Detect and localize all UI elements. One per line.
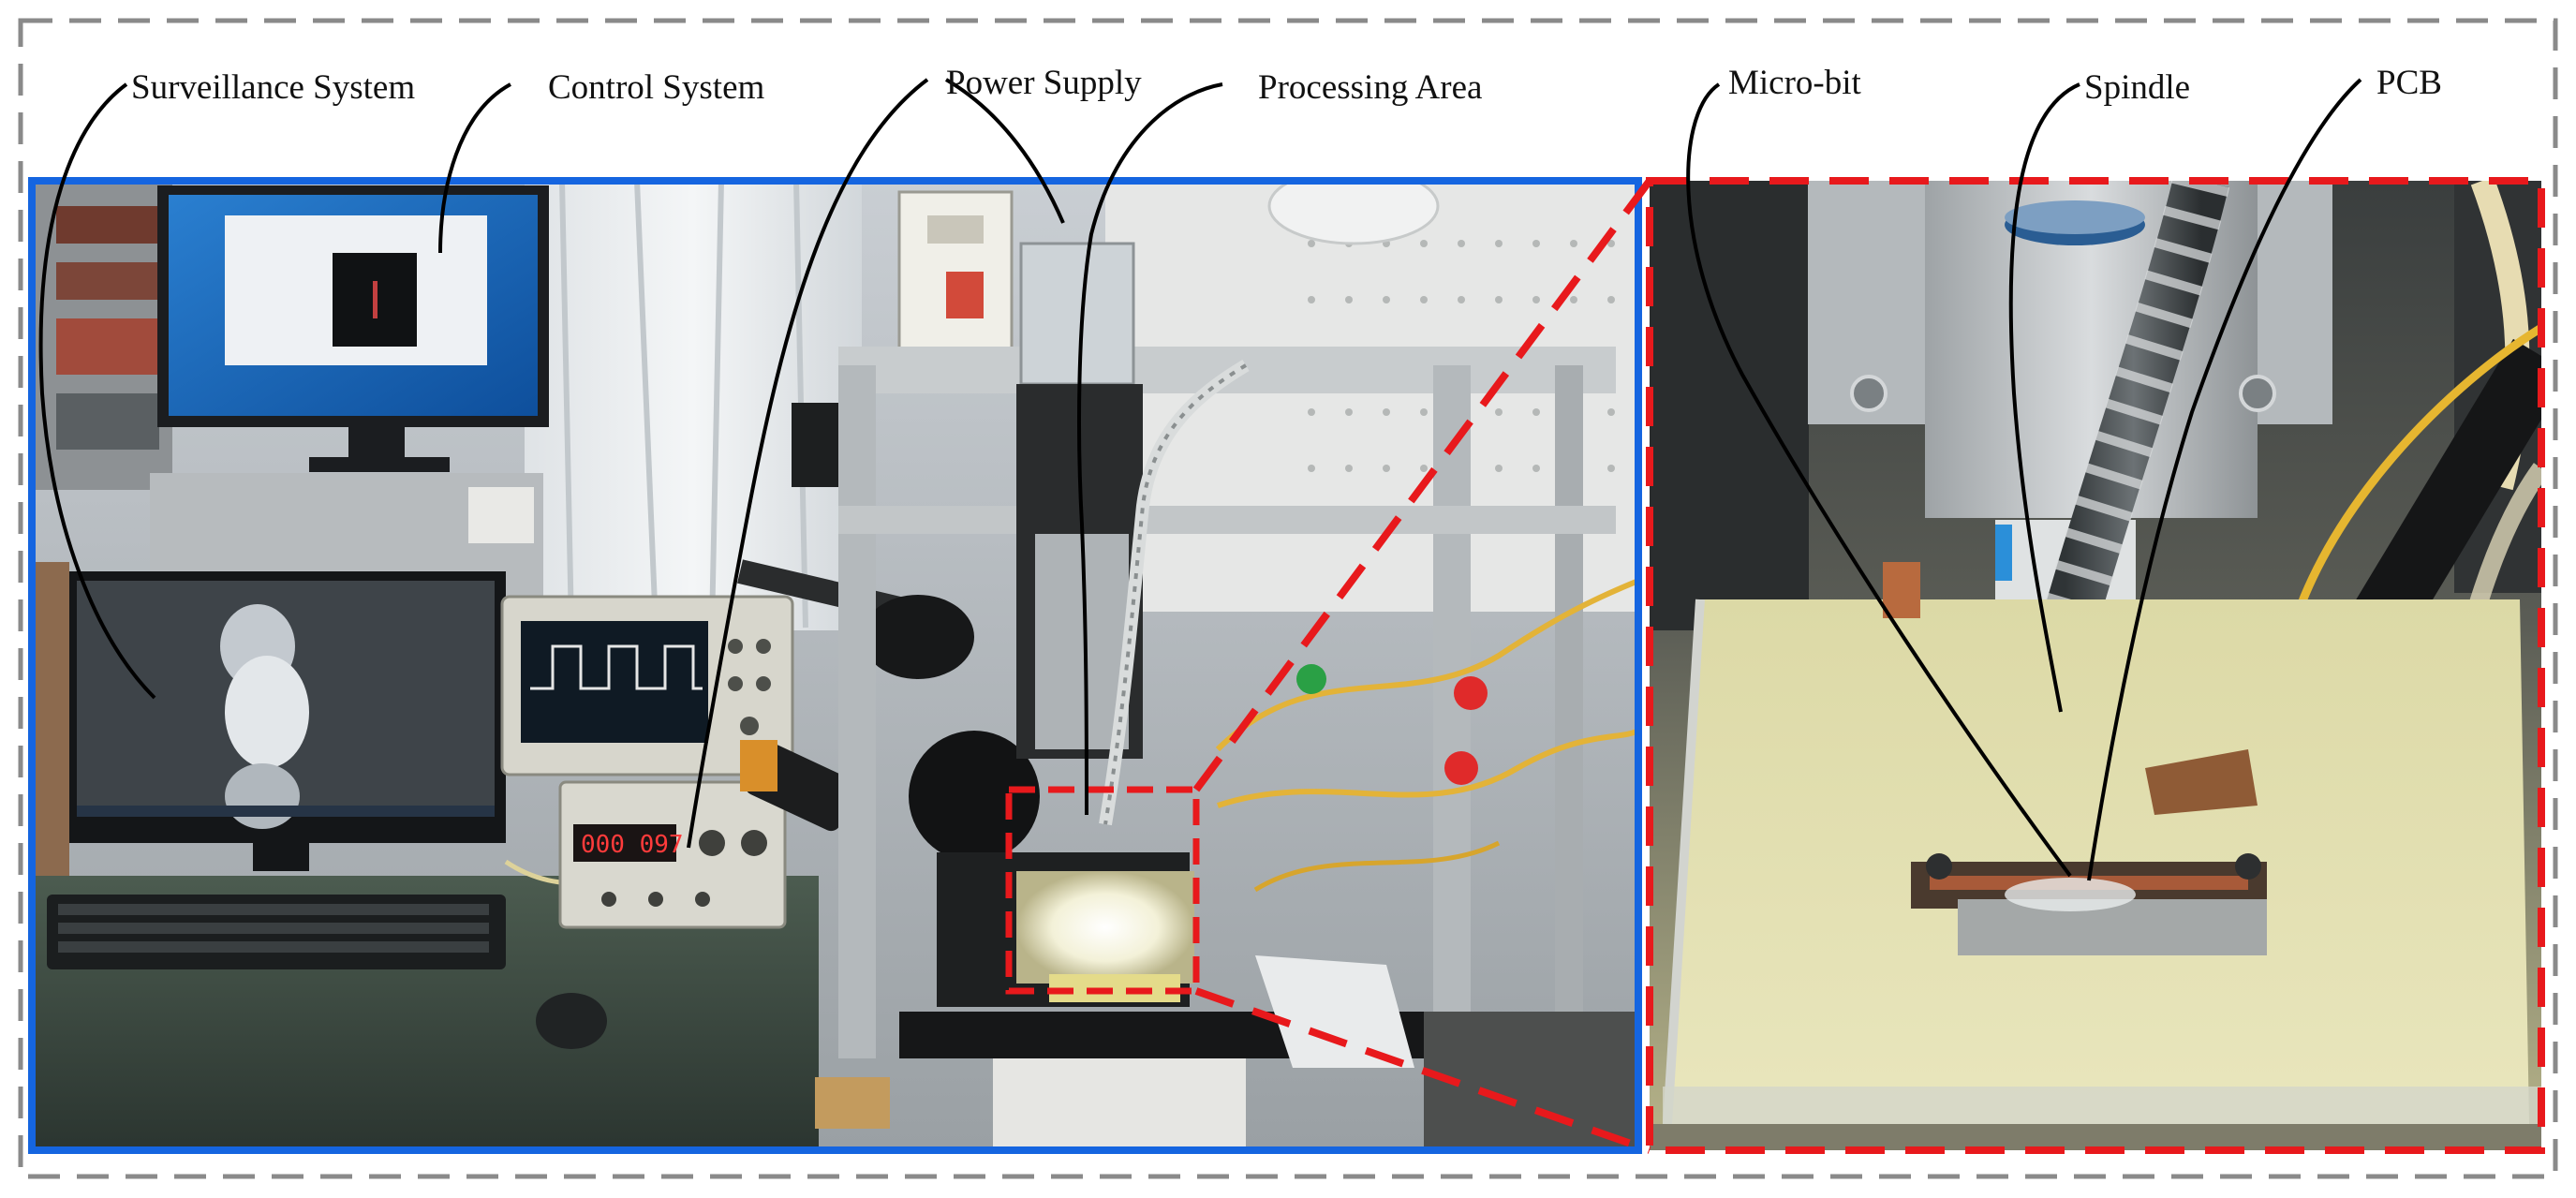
label-power-supply: Power Supply: [946, 64, 1142, 102]
leader-control: [438, 82, 511, 254]
label-processing-area: Processing Area: [1258, 68, 1482, 107]
label-micro-bit: Micro-bit: [1728, 64, 1862, 102]
svg-text:000 097: 000 097: [581, 831, 684, 859]
label-surveillance-system: Surveillance System: [131, 68, 415, 107]
label-pcb: PCB: [2376, 64, 2442, 102]
zoomed-processing-photo: [1650, 181, 2541, 1150]
setup-photo: 000 097: [32, 181, 1638, 1150]
outer-dashed-border: [18, 18, 2558, 1179]
leader-spindle: [2008, 82, 2080, 713]
label-control-system: Control System: [548, 68, 764, 107]
leader-processing: [1077, 82, 1223, 816]
leader-surveillance: [38, 82, 156, 700]
zoom-connector-top: [1192, 178, 1653, 792]
zoom-panel-border: [1646, 177, 2545, 1154]
leader-microbit: [1686, 82, 2072, 878]
leader-power-1: [944, 78, 1065, 224]
leader-pcb: [2087, 78, 2362, 881]
zoom-connector-bottom: [1194, 987, 1651, 1154]
leader-lines: [38, 78, 2362, 881]
leader-power-2: [687, 78, 929, 849]
processing-area-box: [1005, 786, 1200, 995]
label-spindle: Spindle: [2084, 68, 2190, 107]
setup-photo-border: [28, 177, 1642, 1154]
